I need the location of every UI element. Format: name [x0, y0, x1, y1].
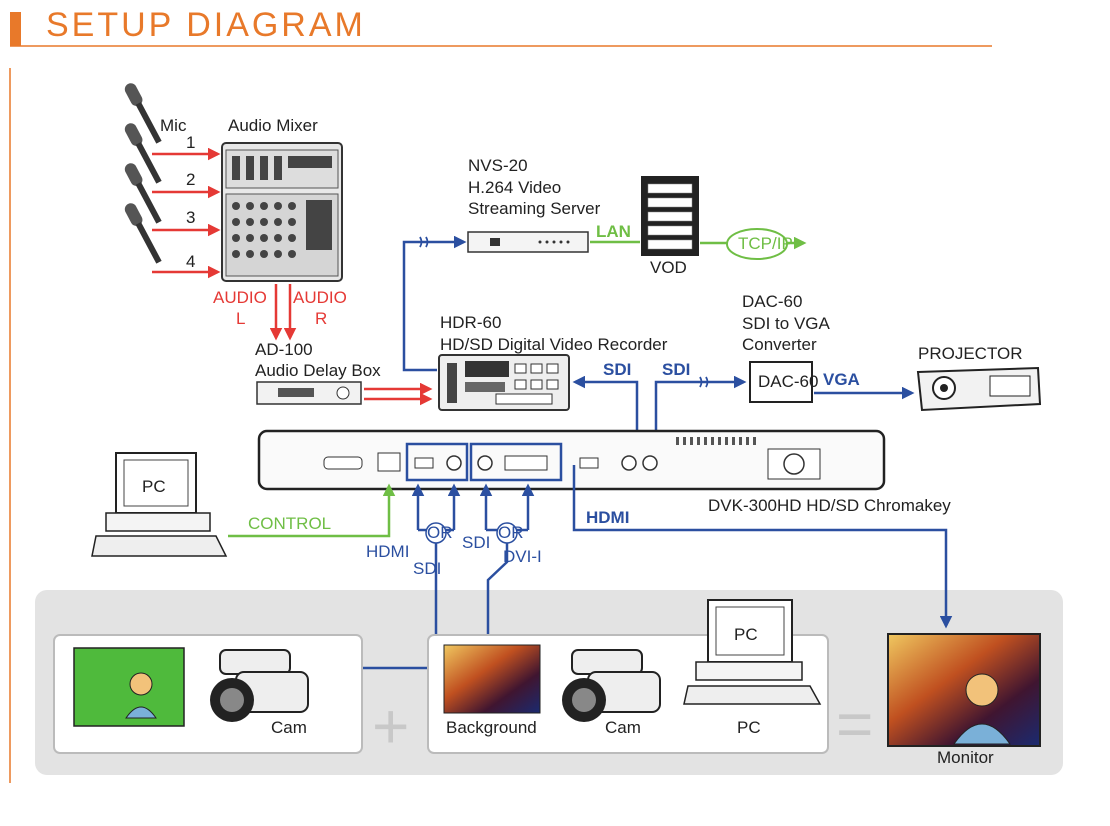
chroma-camera-card	[53, 634, 363, 754]
audio-l-label: AUDIO	[213, 288, 267, 307]
monitor-label: Monitor	[937, 748, 994, 767]
sdi-to-hdr-label: SDI	[603, 360, 631, 379]
pc-icon	[683, 599, 822, 705]
cam-label-1: Cam	[271, 718, 307, 737]
hdr-name: HD/SD Digital Video Recorder	[440, 335, 668, 354]
ad100-name: Audio Delay Box	[255, 361, 381, 380]
cloud-icon	[726, 228, 788, 260]
audio-r-channel: R	[315, 309, 327, 328]
page-title: SETUP DIAGRAM	[46, 6, 366, 44]
plus-sign: +	[372, 690, 409, 762]
tcpip-label: TCP/IP	[738, 234, 793, 253]
background-label: Background	[446, 718, 537, 737]
vod-label: VOD	[650, 258, 687, 277]
break-icon	[419, 236, 429, 248]
background-sources-card	[427, 599, 829, 754]
microphones	[124, 83, 162, 264]
hdr60-device	[438, 354, 570, 411]
lan-label: LAN	[596, 222, 631, 241]
hdmi-cam-label: HDMI	[366, 542, 409, 561]
dac-desc-1: SDI to VGA	[742, 314, 831, 333]
or-label-bg: OR	[498, 523, 524, 542]
mic-label: Mic	[160, 116, 187, 135]
dac60-device	[749, 361, 813, 403]
sdi-bg-label: SDI	[462, 533, 490, 552]
break-icon	[699, 376, 709, 388]
dac-box-label: DAC-60	[758, 372, 818, 391]
ad100-device	[256, 381, 362, 405]
or-node-bg	[496, 522, 518, 544]
vod-server	[641, 176, 699, 256]
hdmi-monitor-label: HDMI	[586, 508, 629, 527]
mic-number-1: 1	[186, 133, 195, 152]
dvk300hd-device	[257, 429, 886, 491]
audio-mixer-label: Audio Mixer	[228, 116, 318, 135]
equals-sign: =	[836, 688, 873, 760]
audio-mixer-device	[221, 142, 343, 282]
dac-model: DAC-60	[742, 292, 802, 311]
dac-desc-2: Converter	[742, 335, 817, 354]
control-label: CONTROL	[248, 514, 331, 533]
nvs-model: NVS-20	[468, 156, 528, 175]
source-pc-screen-label: PC	[734, 625, 758, 644]
vga-label: VGA	[823, 370, 860, 389]
dvi-label: DVI-I	[503, 547, 542, 566]
camera-icon	[210, 649, 309, 722]
source-pc-label: PC	[737, 718, 761, 737]
ad100-model: AD-100	[255, 340, 313, 359]
cam-label-2: Cam	[605, 718, 641, 737]
audio-r-label: AUDIO	[293, 288, 347, 307]
nvs-desc-2: Streaming Server	[468, 199, 601, 218]
audio-l-channel: L	[236, 309, 245, 328]
hdr-model: HDR-60	[440, 313, 501, 332]
or-node-cam	[425, 522, 447, 544]
mic-number-2: 2	[186, 170, 195, 189]
mic-number-4: 4	[186, 252, 195, 271]
projector-icon	[916, 366, 1042, 412]
camera-icon	[562, 649, 661, 722]
monitor-output	[887, 633, 1041, 747]
projector-label: PROJECTOR	[918, 344, 1023, 363]
nvs-desc-1: H.264 Video	[468, 178, 561, 197]
mic-number-3: 3	[186, 208, 195, 227]
dvk-label: DVK-300HD HD/SD Chromakey	[708, 496, 951, 515]
sdi-to-dac-label: SDI	[662, 360, 690, 379]
or-label-cam: OR	[427, 523, 453, 542]
control-pc-label: PC	[142, 477, 166, 496]
nvs20-device	[467, 231, 589, 253]
control-pc-icon	[91, 452, 228, 557]
sdi-cam-label: SDI	[413, 559, 441, 578]
